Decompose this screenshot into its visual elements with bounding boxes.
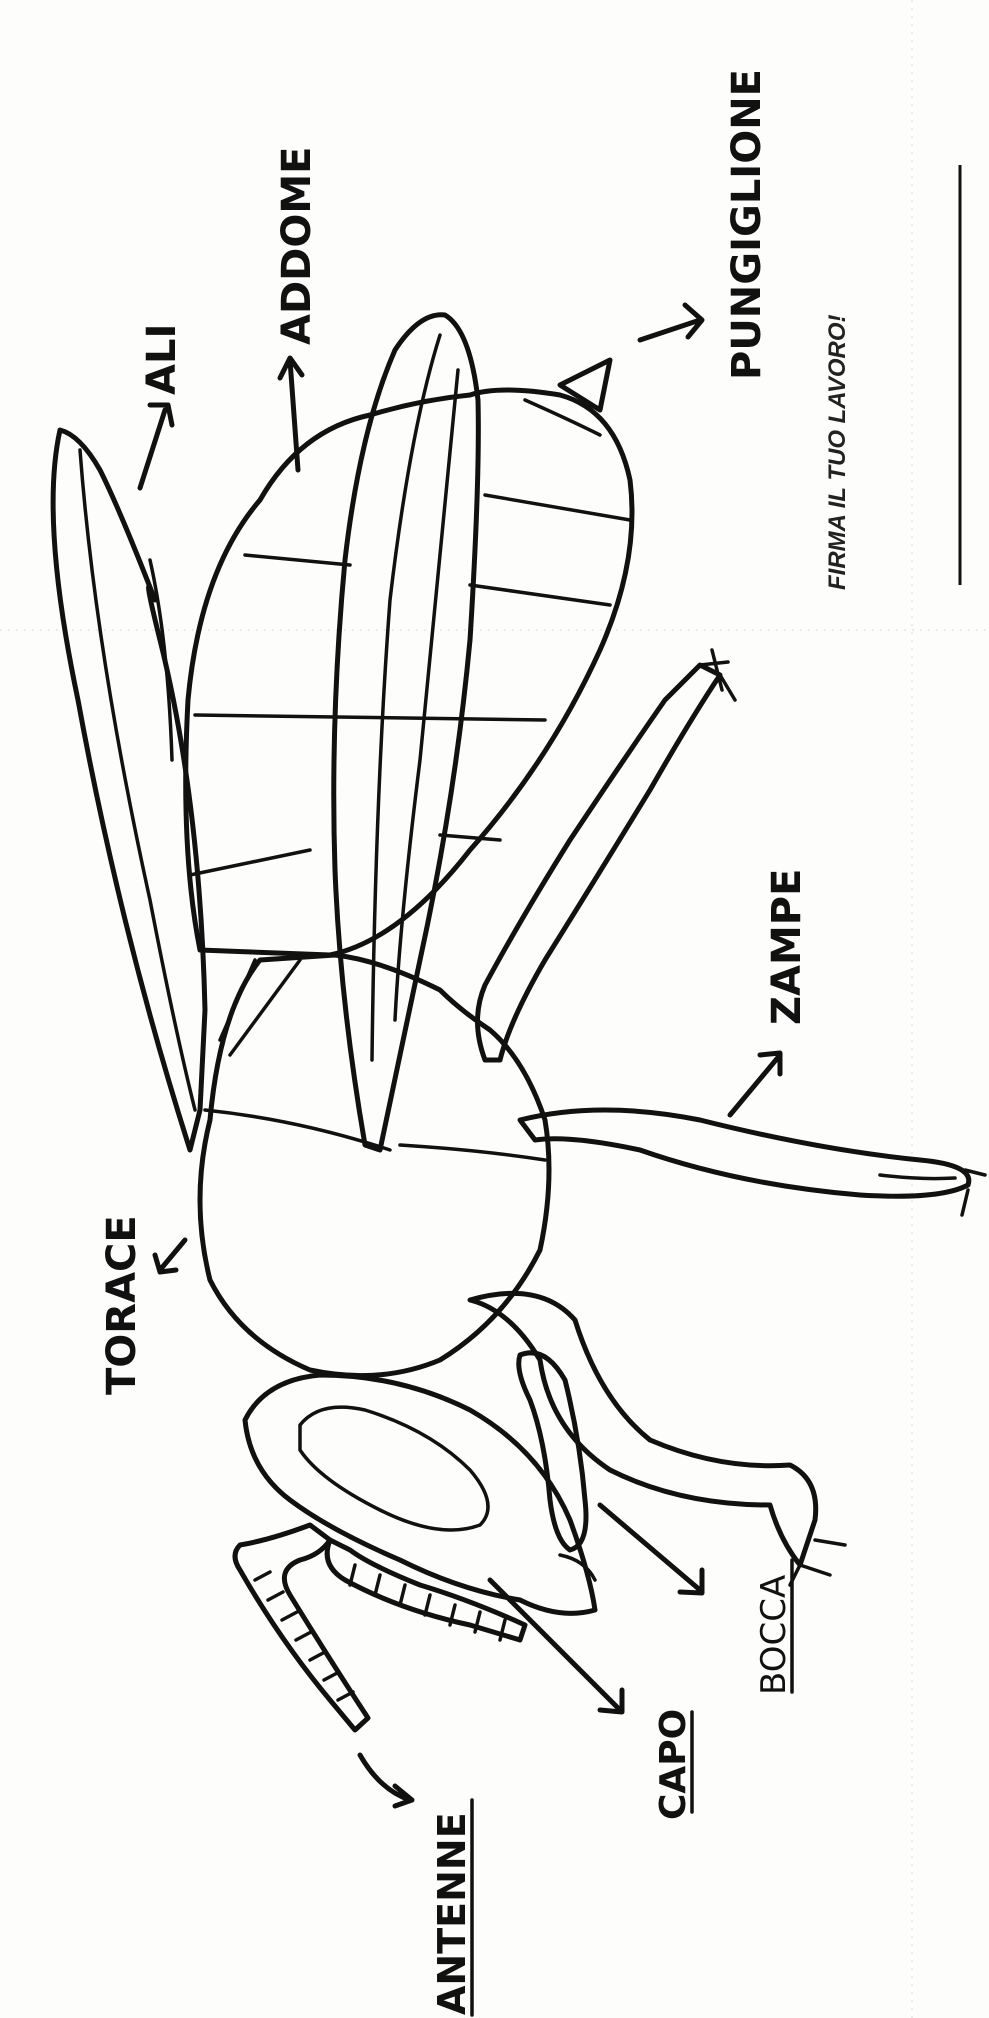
label-antenne: ANTENNE <box>430 1812 474 2015</box>
addome-arrow <box>280 358 302 470</box>
label-addome: ADDOME <box>274 147 320 346</box>
label-ali: ALI <box>139 324 185 395</box>
pungiglione-arrow <box>640 305 702 340</box>
front-wing <box>334 315 479 1150</box>
label-capo: CAPO <box>653 1709 694 1820</box>
signature-area: FIRMA IL TUO LAVORO! <box>824 165 960 590</box>
label-bocca: BOCCA <box>754 1575 794 1695</box>
antenne-arrow <box>360 1755 412 1806</box>
ali-arrow <box>140 405 172 488</box>
capo-arrow <box>490 1580 622 1712</box>
stinger <box>560 360 610 410</box>
head <box>245 1353 595 1614</box>
label-torace: TORACE <box>99 1215 145 1395</box>
zampe-arrow <box>730 1053 780 1115</box>
label-zampe: ZAMPE <box>764 869 810 1025</box>
signature-prompt: FIRMA IL TUO LAVORO! <box>824 314 851 590</box>
legs <box>470 650 985 1585</box>
torace-arrow <box>155 1240 185 1272</box>
bocca-arrow <box>600 1505 702 1593</box>
label-pungiglione: PUNGIGLIONE <box>724 69 770 380</box>
antennae <box>235 1525 525 1730</box>
back-wing <box>53 430 205 1150</box>
